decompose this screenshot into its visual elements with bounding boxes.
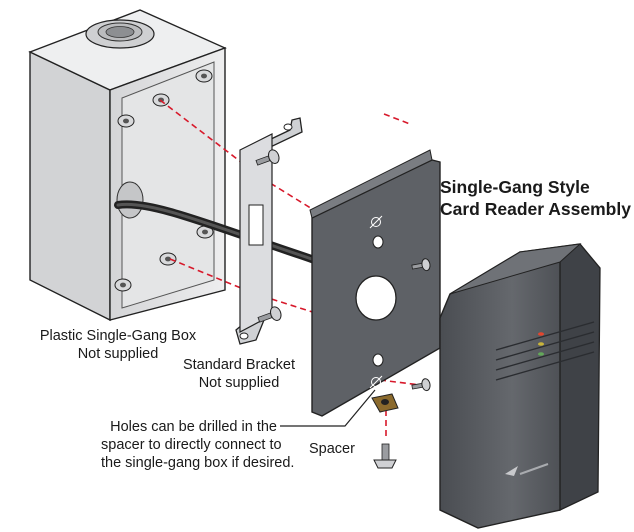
diagram-title: Single-Gang Style Card Reader Assembly	[440, 177, 631, 219]
led-green-icon	[538, 352, 544, 356]
bracket-screws	[255, 149, 282, 323]
box-mounting-posts	[114, 69, 214, 292]
brand-logo-icon	[505, 463, 549, 476]
plastic-single-gang-box	[28, 9, 227, 322]
threaded-knockout	[85, 19, 155, 49]
card-reader	[439, 243, 601, 529]
standard-bracket	[235, 117, 303, 345]
label-plastic-box: Plastic Single-Gang Box Not supplied	[39, 328, 197, 362]
led-yellow-icon	[538, 342, 544, 346]
holes-leader-line	[280, 389, 376, 427]
bottom-screw	[373, 443, 397, 469]
led-red-icon	[538, 332, 544, 336]
spacer-screws	[411, 258, 431, 392]
spacer-plate	[309, 149, 441, 417]
label-standard-bracket: Standard Bracket Not supplied	[182, 357, 296, 391]
label-spacer: Spacer	[309, 441, 355, 457]
label-drill-holes-note: Holes can be drilled in the spacer to di…	[101, 419, 295, 471]
